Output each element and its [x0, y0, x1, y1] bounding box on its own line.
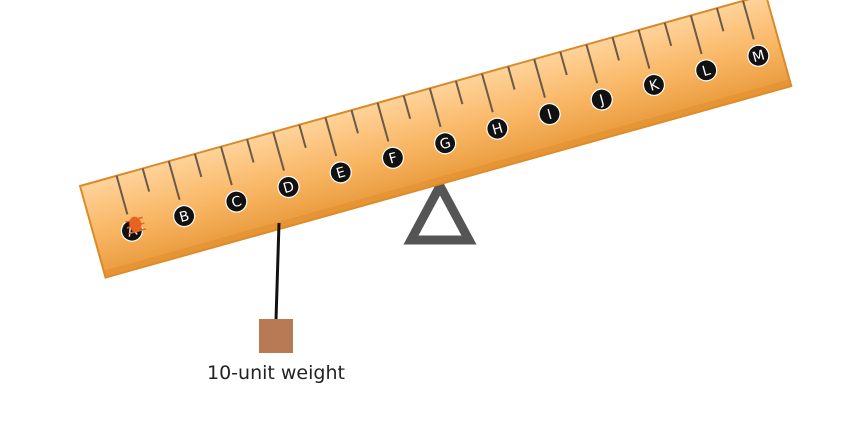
- ruler-tick-major: [220, 146, 233, 186]
- marker-label: B: [178, 208, 192, 226]
- marker-circle: [434, 132, 457, 155]
- marker-circle: [642, 73, 666, 97]
- marker-e: E: [329, 161, 352, 184]
- marker-label: G: [438, 135, 453, 153]
- marker-d: D: [277, 175, 300, 199]
- ruler-tick-major: [428, 88, 442, 128]
- marker-label: J: [597, 92, 606, 109]
- ruler-tick-major: [481, 73, 494, 113]
- bug-icon: [125, 216, 147, 235]
- marker-f: F: [381, 146, 405, 169]
- marker-k: K: [642, 73, 666, 97]
- ruler-tick-major: [167, 160, 181, 201]
- ruler-tick-minor: [193, 153, 203, 178]
- marker-label: D: [281, 179, 296, 197]
- marker-circle: [277, 175, 300, 199]
- ruler-tick-major: [376, 102, 390, 142]
- marker-circle: [695, 59, 718, 82]
- marker-h: H: [486, 117, 509, 140]
- marker-circle: [486, 117, 509, 140]
- ruler-tick-minor: [246, 139, 255, 163]
- weight-block: [259, 319, 293, 353]
- marker-j: J: [590, 88, 613, 111]
- marker-label: I: [546, 107, 554, 124]
- ruler-tick-major: [742, 0, 755, 40]
- marker-circle: [225, 190, 248, 213]
- ruler-tick-major: [689, 15, 703, 55]
- marker-g: G: [434, 132, 457, 155]
- ruler-tick-major: [533, 58, 546, 98]
- marker-circle: [590, 88, 613, 111]
- ruler-tick-minor: [298, 124, 307, 149]
- marker-label: M: [751, 47, 767, 66]
- ruler-tick-major: [585, 44, 599, 84]
- ruler-tick-minor: [559, 51, 568, 76]
- weight-label: 10-unit weight: [207, 362, 345, 384]
- ruler-tick-major: [324, 117, 338, 157]
- ruler-tick-minor: [454, 80, 464, 105]
- ruler-tick-minor: [350, 109, 359, 134]
- ruler-tick-major: [115, 175, 129, 215]
- ruler-tick-minor: [611, 37, 620, 61]
- marker-c: C: [225, 190, 248, 213]
- ruler-tick-major: [272, 131, 285, 171]
- ruler-ticks: [115, 0, 755, 215]
- weight-string: [274, 222, 281, 321]
- marker-circle: [538, 102, 561, 126]
- ruler-bottom-edge: [103, 79, 792, 278]
- marker-label: H: [490, 120, 504, 138]
- marker-circle: [747, 44, 770, 67]
- ruler-tick-major: [637, 29, 651, 69]
- ruler-tick-minor: [507, 66, 516, 90]
- marker-i: I: [538, 102, 561, 126]
- marker-circle: [381, 146, 405, 169]
- fulcrum-triangle: [403, 176, 477, 245]
- marker-label: E: [335, 164, 348, 182]
- marker-m: M: [747, 44, 770, 67]
- marker-circle: [329, 161, 352, 184]
- marker-circle: [173, 205, 196, 228]
- marker-b: B: [173, 205, 196, 228]
- ruler-tick-minor: [402, 95, 412, 120]
- marker-l: L: [695, 59, 718, 82]
- ruler-tick-minor: [663, 22, 673, 47]
- marker-label: C: [230, 193, 244, 211]
- ruler-tick-minor: [715, 7, 725, 32]
- ruler-tick-minor: [141, 168, 151, 192]
